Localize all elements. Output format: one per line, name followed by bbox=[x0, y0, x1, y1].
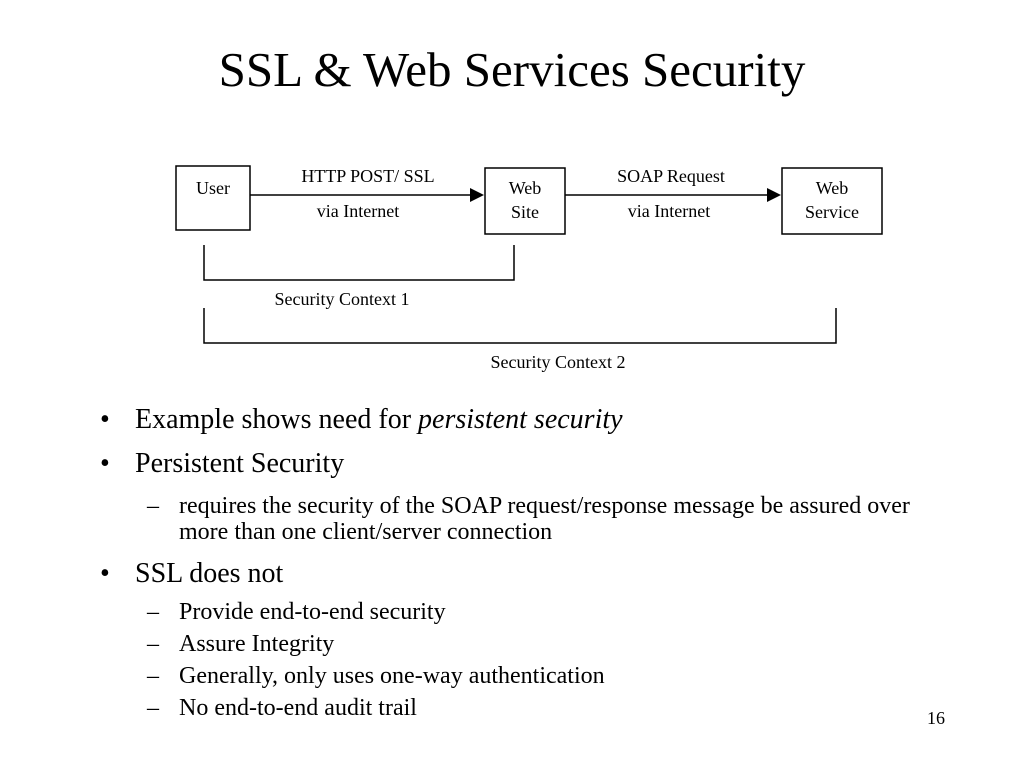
arrowhead-site-to-service bbox=[767, 188, 781, 202]
web-site-box bbox=[484, 167, 566, 235]
edge-sublabel-user-to-site: via Internet bbox=[317, 201, 399, 221]
bullet-item: • SSL does not bbox=[100, 555, 930, 593]
bullet-glyph: • bbox=[100, 448, 110, 479]
arrowhead-user-to-site bbox=[470, 188, 484, 202]
bullet-emphasis: persistent security bbox=[418, 404, 623, 435]
web-service-box-label-line1: Web bbox=[816, 178, 849, 198]
dash-glyph: – bbox=[147, 631, 159, 657]
sub-bullet-item: –requires the security of the SOAP reque… bbox=[100, 493, 930, 545]
edge-sublabel-site-to-service: via Internet bbox=[628, 201, 710, 221]
bullet-item: • Example shows need for persistent secur… bbox=[100, 401, 930, 439]
security-context-diagram: User Web Site Web Service HTTP POST/ SSL… bbox=[175, 165, 883, 372]
edge-label-http-post: HTTP POST/ SSL bbox=[301, 166, 434, 186]
sub-bullet-text: requires the security of the SOAP reques… bbox=[179, 493, 910, 545]
dash-glyph: – bbox=[147, 663, 159, 689]
web-site-box-label-line2: Site bbox=[511, 202, 539, 222]
sub-bullet-item: –Provide end-to-end security bbox=[100, 599, 930, 625]
web-service-box-label-line2: Service bbox=[805, 202, 859, 222]
sub-bullet-text: Provide end-to-end security bbox=[179, 599, 446, 625]
edge-label-soap-request: SOAP Request bbox=[617, 166, 725, 186]
user-box bbox=[175, 165, 251, 231]
bullet-list: • Example shows need for persistent secur… bbox=[100, 401, 930, 727]
sub-bullet-text: Assure Integrity bbox=[179, 631, 335, 657]
sub-bullet-item: –Generally, only uses one-way authentica… bbox=[100, 663, 930, 689]
slide-title: SSL & Web Services Security bbox=[218, 42, 806, 97]
bullet-glyph: • bbox=[100, 558, 110, 589]
dash-glyph: – bbox=[147, 695, 159, 721]
web-service-box bbox=[781, 167, 883, 235]
bullet-item: • Persistent Security bbox=[100, 445, 930, 483]
security-context-2-label: Security Context 2 bbox=[491, 352, 626, 372]
bullet-text: SSL does not bbox=[135, 558, 284, 589]
sub-bullet-text: Generally, only uses one-way authenticat… bbox=[179, 663, 605, 689]
security-context-1-bracket bbox=[203, 245, 515, 281]
bullet-glyph: • bbox=[100, 404, 110, 435]
web-site-box-label-line1: Web bbox=[509, 178, 542, 198]
sub-bullet-item: –No end-to-end audit trail bbox=[100, 695, 930, 721]
bullet-text: Example shows need for bbox=[135, 404, 419, 435]
page-number: 16 bbox=[927, 708, 945, 728]
sub-bullet-item: –Assure Integrity bbox=[100, 631, 930, 657]
dash-glyph: – bbox=[147, 493, 159, 519]
sub-bullet-text: No end-to-end audit trail bbox=[179, 695, 417, 721]
bullet-text: Persistent Security bbox=[135, 448, 345, 479]
dash-glyph: – bbox=[147, 599, 159, 625]
security-context-2-bracket bbox=[203, 308, 837, 344]
security-context-1-label: Security Context 1 bbox=[275, 289, 410, 309]
user-box-label: User bbox=[196, 178, 230, 198]
